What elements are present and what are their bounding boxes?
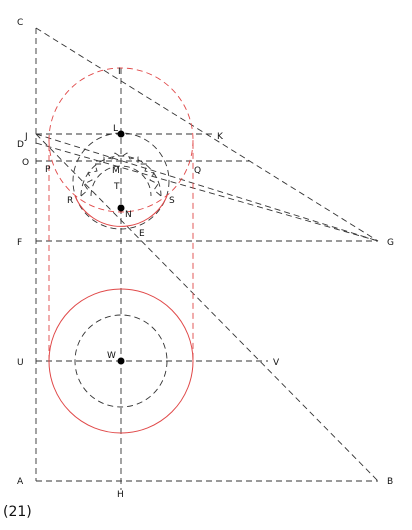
point-N [117, 204, 125, 212]
label-G: G [387, 238, 394, 248]
figure-number: (21) [3, 504, 32, 520]
label-E: E [139, 229, 145, 239]
point-labels: C I J D K L O P Q M T R S N E F G W U V … [17, 18, 394, 500]
line-JG [35, 133, 379, 242]
label-W: W [107, 351, 116, 361]
label-C: C [17, 18, 23, 28]
label-O: O [22, 158, 29, 168]
label-F: F [17, 238, 22, 248]
label-N: N [125, 210, 132, 220]
red-stadium [48, 67, 194, 361]
label-U: U [17, 358, 24, 368]
point-W [117, 357, 125, 365]
label-M: M [112, 166, 120, 176]
red-upper-arc [48, 139, 194, 213]
label-S: S [169, 196, 175, 206]
arc-inner-upper [80, 155, 162, 197]
label-A: A [17, 477, 24, 487]
line-JB [35, 133, 379, 482]
line-CG [35, 27, 379, 242]
label-J: J [24, 132, 28, 142]
label-H: H [117, 490, 124, 500]
points [117, 130, 125, 365]
red-shapes [48, 67, 194, 434]
label-P: P [45, 165, 51, 175]
zigzag-arc [80, 152, 162, 197]
construction-lines [35, 27, 379, 490]
label-D: D [17, 140, 24, 150]
label-V: V [273, 358, 280, 368]
label-Q: Q [194, 166, 201, 176]
label-I: I [118, 67, 121, 77]
point-L [117, 130, 125, 138]
label-R: R [67, 196, 73, 206]
label-L: L [113, 124, 118, 134]
arc-inner-upper-2 [90, 165, 152, 197]
circle-lower-dashed [74, 314, 168, 408]
red-small-arc [74, 195, 168, 227]
label-B: B [387, 477, 393, 487]
label-T: T [113, 182, 120, 192]
red-lower-circle [48, 288, 194, 434]
label-K: K [217, 132, 224, 142]
line-DG [35, 142, 379, 242]
